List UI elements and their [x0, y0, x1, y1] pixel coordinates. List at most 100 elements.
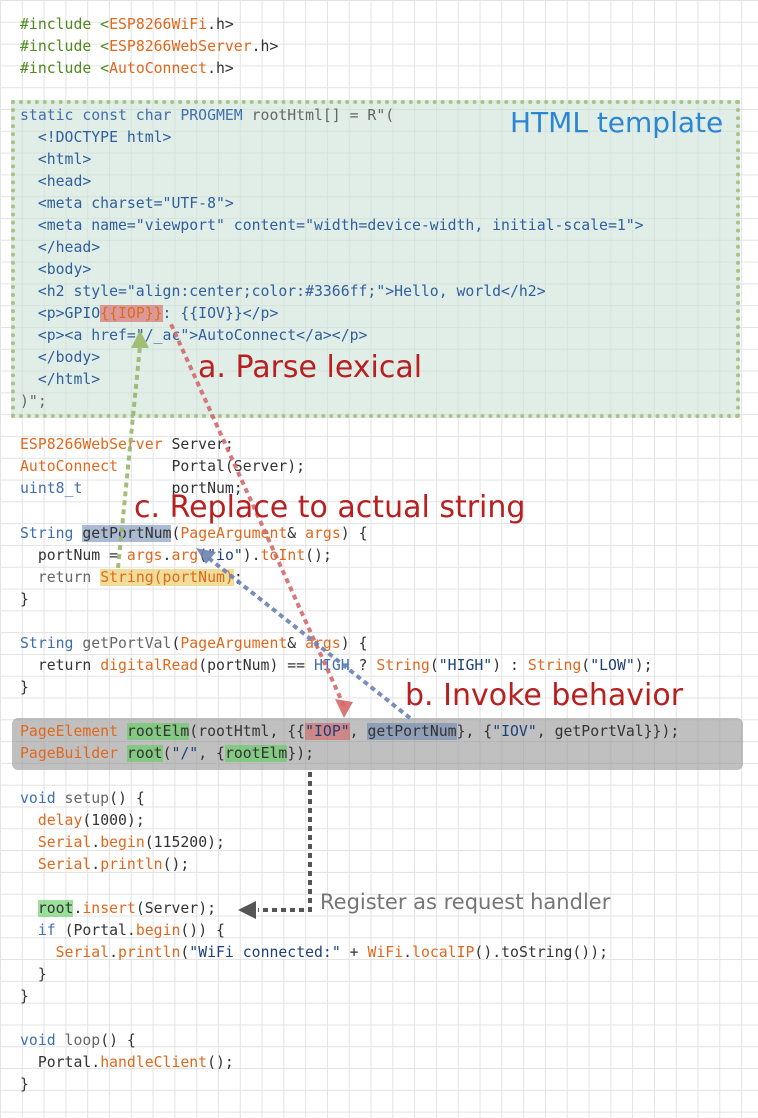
register-handler-label: Register as request handler — [320, 890, 611, 914]
code-token: . — [162, 547, 172, 564]
code-token: (1000); — [82, 812, 145, 829]
code-token: WiFi — [367, 944, 404, 961]
getportnum-ref-token: getPortNum — [367, 723, 457, 740]
code-token: Serial — [37, 856, 92, 873]
code-line-decl: static const char PROGMEM rootHtml[] = R… — [20, 105, 394, 127]
code-token: PageElement — [20, 723, 118, 740]
code-line-server: ESP8266WebServer Server; — [20, 434, 234, 456]
code-line-loop: void loop() { — [20, 1030, 136, 1052]
code-token: setup — [64, 790, 110, 807]
code-token: ESP8266WebServer — [20, 436, 163, 453]
code-token: .h> — [207, 60, 234, 77]
code-line-html: </html> — [20, 371, 101, 388]
code-token: "WiFi connected:" — [189, 944, 341, 961]
code-line-setup: void setup() { — [20, 788, 145, 810]
code-line-brace: } — [20, 679, 29, 696]
code-token: "LOW" — [590, 657, 635, 674]
root-token: root — [126, 745, 163, 762]
code-token: args — [305, 525, 341, 542]
string-portnum-token: String(portNum) — [100, 569, 234, 586]
code-line-html: <p><a href="/_ac">AutoConnect</a></p> — [20, 327, 368, 344]
code-token: return — [20, 569, 101, 586]
code-line-handleclient: Portal.handleClient(); — [20, 1052, 234, 1074]
code-token: ); — [634, 657, 653, 674]
code-token: <p>GPIO — [20, 305, 101, 322]
code-token: PageBuilder — [20, 745, 118, 762]
code-token: AutoConnect — [109, 60, 208, 77]
root-insert-token: root — [37, 900, 74, 917]
code-line-root-insert: root.insert(Server); — [20, 898, 216, 920]
code-token: .h> — [251, 38, 279, 55]
code-token: Serial — [37, 834, 92, 851]
code-token: . — [91, 856, 101, 873]
code-token: (); — [162, 856, 190, 873]
code-token: }, { — [456, 723, 493, 740]
code-token: .h> — [207, 16, 234, 33]
code-token: . — [73, 900, 83, 917]
code-token: String — [376, 657, 430, 674]
code-token: ; — [233, 569, 243, 586]
code-line-pageelement: PageElement rootElm(rootHtml, {{"IOP", g… — [20, 721, 679, 743]
parse-lexical-label: a. Parse lexical — [198, 350, 423, 385]
code-token: ( — [180, 944, 190, 961]
code-token: #include < — [20, 16, 110, 33]
html-template-title: HTML template — [510, 106, 724, 139]
code-token: getPortVal — [82, 635, 172, 652]
code-token: return — [20, 657, 101, 674]
code-token: (); — [305, 547, 332, 564]
iop-placeholder-token: {{IOP}} — [100, 305, 163, 322]
code-line-html: <meta name="viewport" content="width=dev… — [20, 217, 644, 234]
code-token: (rootHtml, {{ — [189, 723, 306, 740]
code-line-wifi-connected: Serial.println("WiFi connected:" + WiFi.… — [20, 942, 608, 964]
code-line-html: <meta charset="UTF-8"> — [20, 195, 234, 212]
code-token: toInt — [260, 547, 306, 564]
code-token: (115200); — [144, 834, 225, 851]
code-token: ). — [242, 547, 261, 564]
code-token: if — [37, 922, 56, 939]
invoke-behavior-label: b. Invoke behavior — [405, 678, 684, 713]
code-line-brace: } — [20, 591, 29, 608]
code-token: ( — [581, 657, 591, 674]
code-token: PageArgument — [180, 635, 288, 652]
register-handler-arrow — [258, 772, 312, 912]
code-token: #include < — [20, 60, 110, 77]
code-line-include-autoconnect: #include <AutoConnect.h> — [20, 58, 234, 80]
code-token: "IOV" — [492, 723, 537, 740]
parse-lexical-arrow — [168, 321, 346, 707]
code-token: (); — [207, 1054, 234, 1071]
code-line-portnum: uint8_t portNum; — [20, 478, 243, 500]
code-token: begin — [100, 834, 145, 851]
code-token: "HIGH" — [438, 657, 493, 674]
code-token: ( — [171, 635, 181, 652]
code-line-pagebuilder: PageBuilder root("/", {rootElm}); — [20, 743, 314, 765]
code-token: & — [287, 635, 306, 652]
code-token: () { — [100, 1032, 136, 1049]
code-token: (Portal. — [55, 922, 136, 939]
code-token: AutoConnect — [20, 458, 118, 475]
code-token: String — [20, 525, 83, 542]
code-line-close: )"; — [20, 393, 47, 410]
code-token: String — [527, 657, 582, 674]
code-token: ) { — [340, 525, 368, 542]
code-line-include-wifi: #include <ESP8266WiFi.h> — [20, 14, 234, 36]
html-template-box — [11, 100, 740, 418]
code-token: . — [109, 944, 119, 961]
code-line-html: <html> — [20, 151, 92, 168]
iop-key-token: "IOP" — [305, 723, 350, 740]
code-token: "/" — [171, 745, 199, 762]
code-line-return-string: return String(portNum); — [20, 567, 243, 589]
code-token: ) : — [492, 657, 528, 674]
code-token: , — [349, 723, 368, 740]
code-token: delay — [37, 812, 83, 829]
code-token: Portal(Server); — [118, 458, 306, 475]
code-token: , getPortVal}}); — [536, 723, 680, 740]
code-token: ()) { — [180, 922, 225, 939]
code-line-getportnum: String getPortNum(PageArgument& args) { — [20, 523, 367, 545]
code-line-brace: } — [20, 1076, 29, 1093]
code-token: begin — [135, 922, 181, 939]
code-token: . — [403, 944, 413, 961]
code-token: Portal. — [20, 1054, 101, 1071]
code-token: uint8_t — [20, 480, 83, 497]
code-token: rootHtml[] = R"( — [251, 107, 395, 124]
